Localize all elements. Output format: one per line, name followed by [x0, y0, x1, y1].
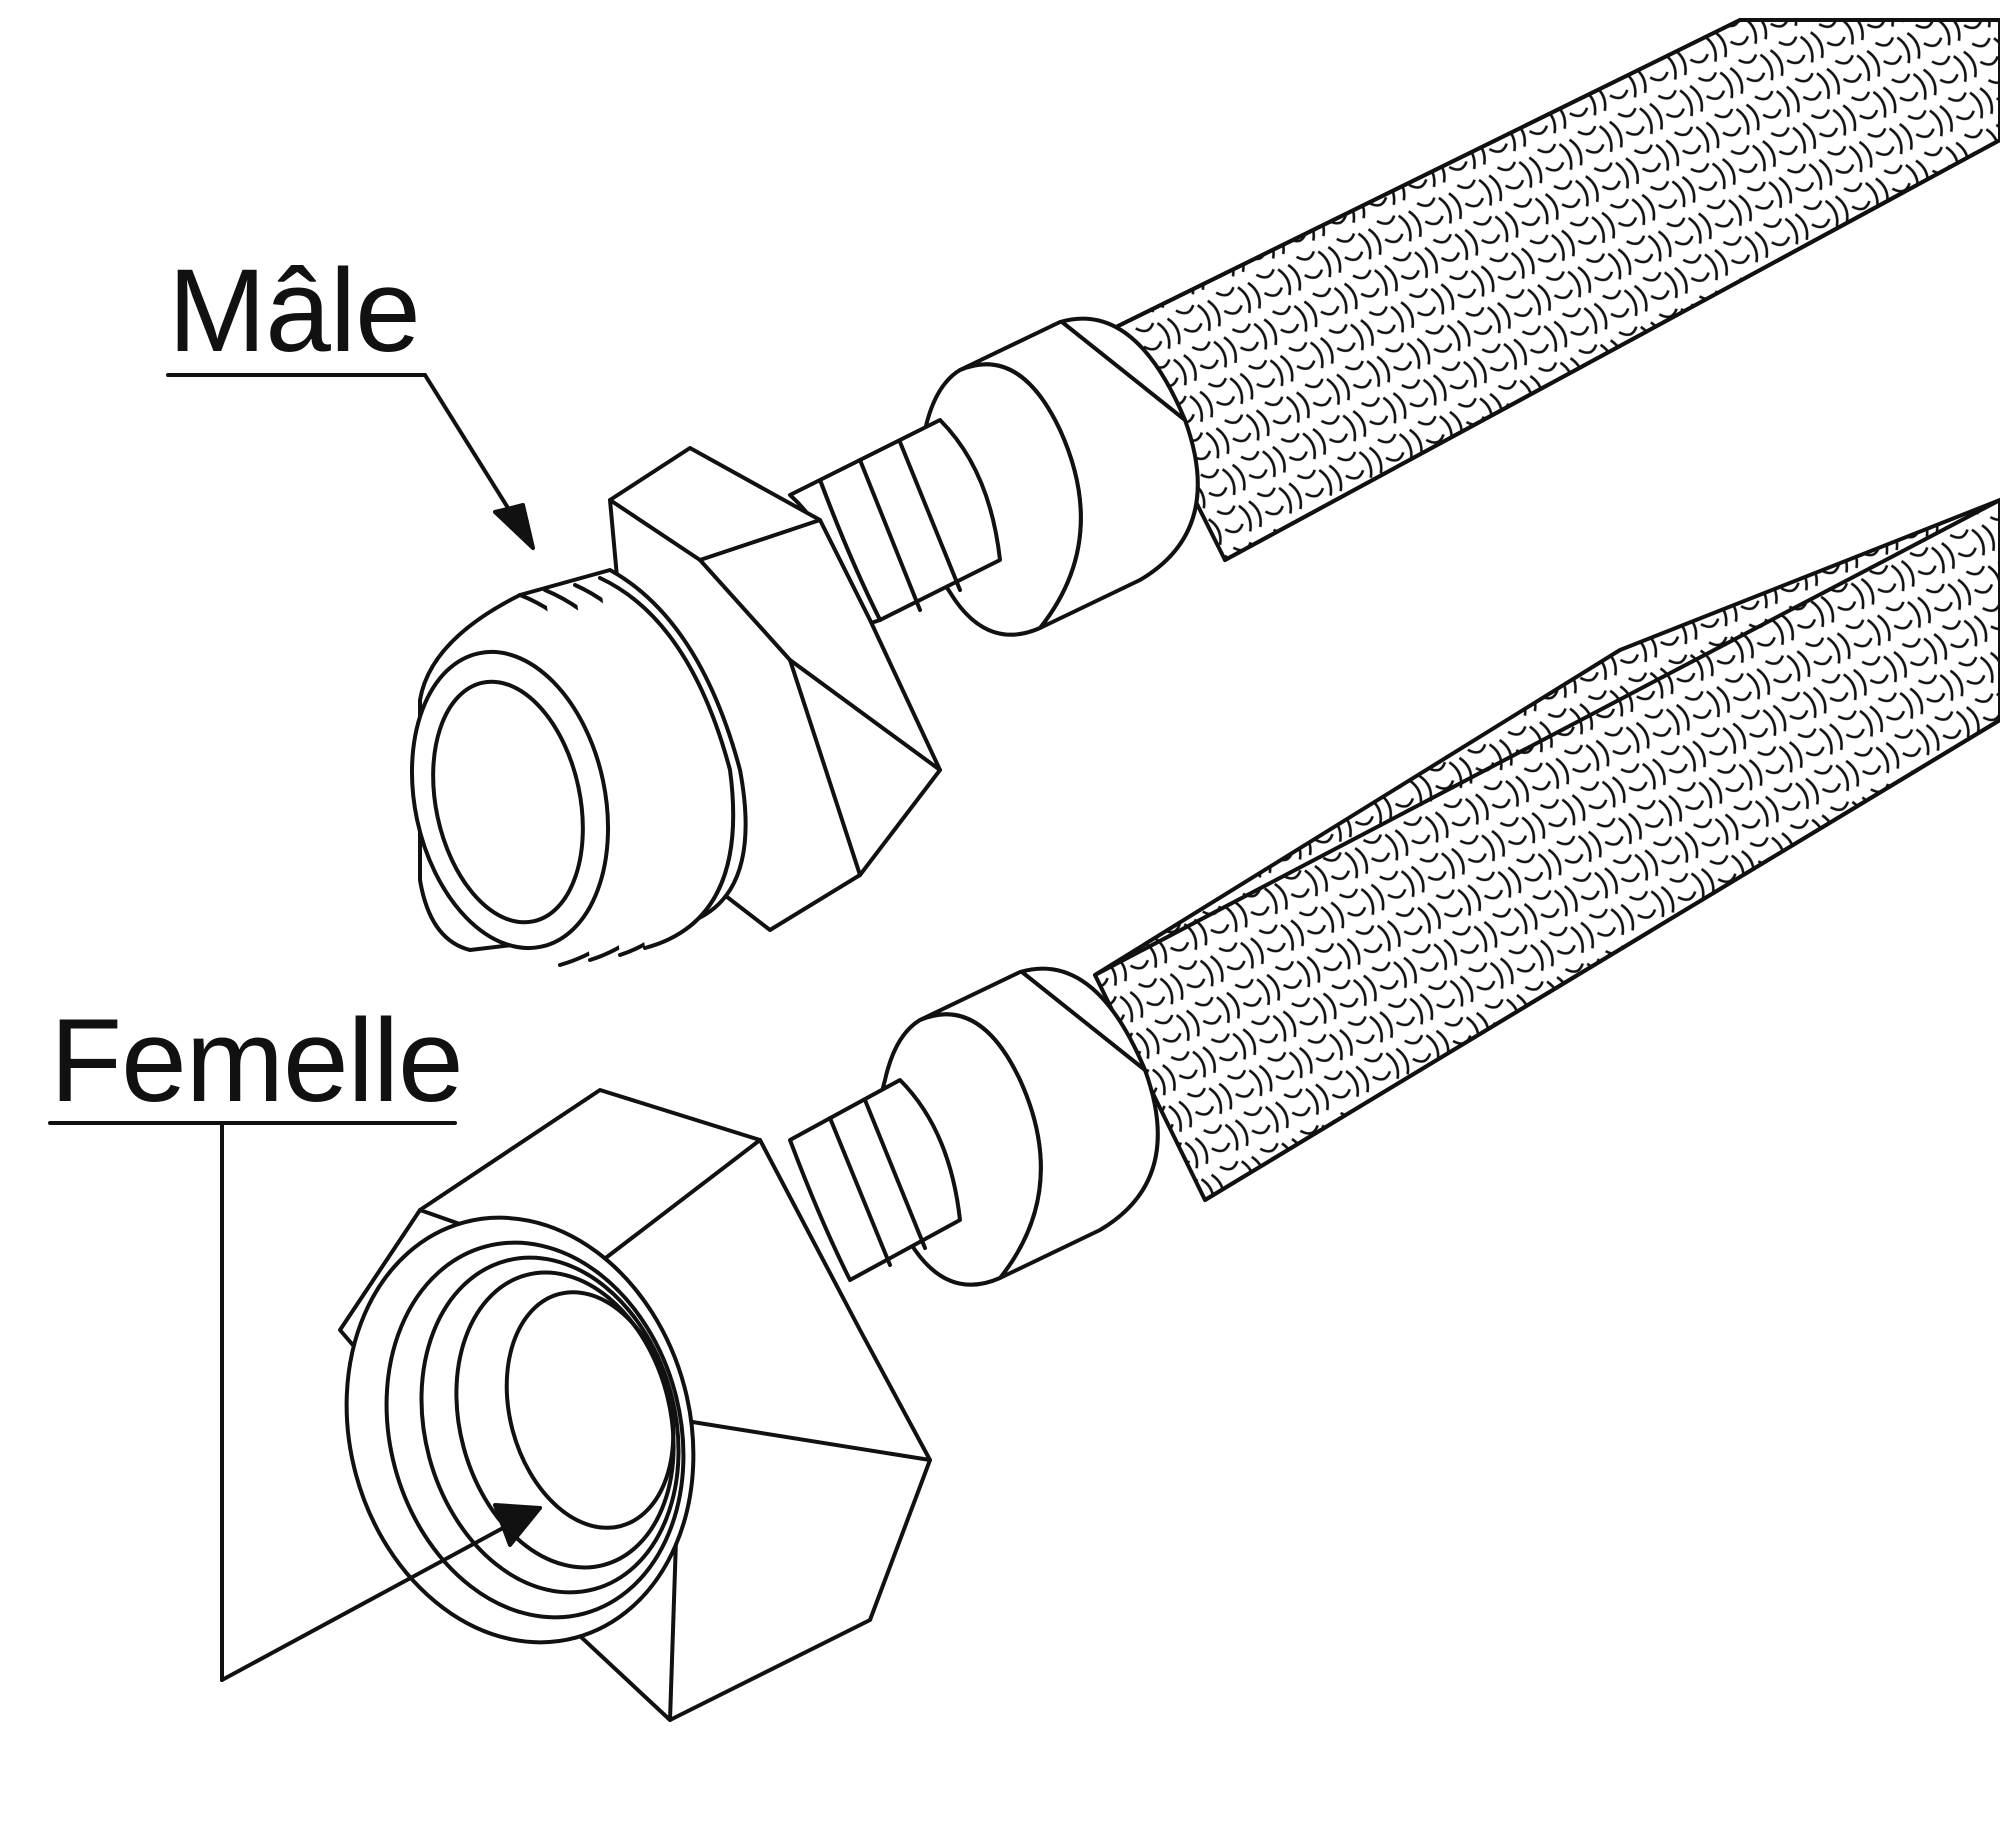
female-neck	[788, 1078, 962, 1282]
male-braided-hose	[1108, 18, 2000, 562]
female-callout-leader	[48, 1121, 542, 1682]
female-internal-thread	[344, 1215, 696, 1645]
male-connector-label: Mâle	[168, 245, 421, 377]
male-callout-leader	[166, 373, 535, 550]
male-threaded-end	[409, 568, 748, 967]
female-braided-hose	[1093, 498, 2000, 1202]
female-connector-label: Femelle	[50, 995, 464, 1127]
